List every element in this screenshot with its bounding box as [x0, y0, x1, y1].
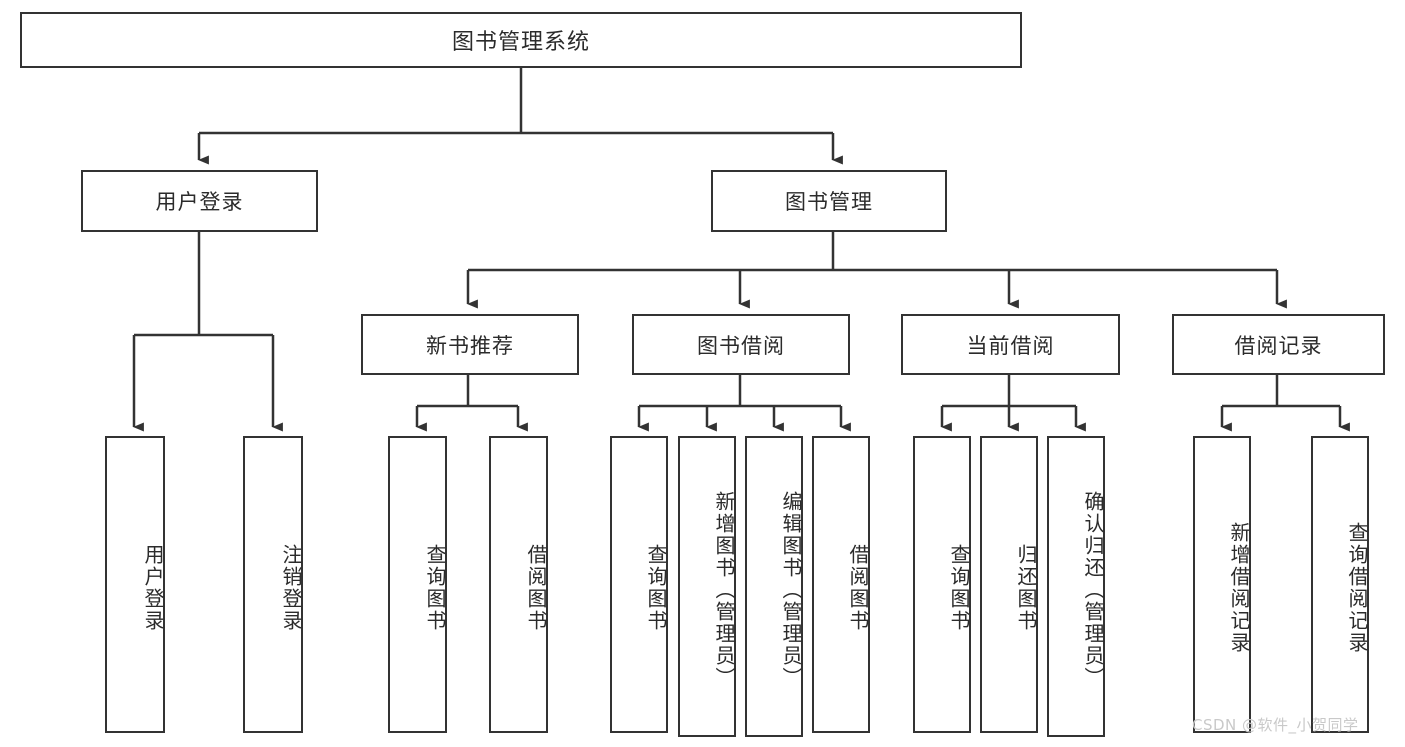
node-user-login-label: 用户登录 [155, 190, 244, 214]
node-leaf-return-book-label: 归还图书 [1014, 543, 1038, 632]
node-leaf-add-record[interactable]: 新增借阅记录 [1193, 436, 1251, 733]
node-leaf-logout-label: 注销登录 [279, 543, 303, 632]
node-borrow-record-label: 借阅记录 [1234, 333, 1323, 358]
node-leaf-add-book-admin[interactable]: 新增图书（管理员） [678, 436, 736, 737]
node-book-borrow[interactable]: 图书借阅 [632, 314, 850, 375]
node-leaf-query-book-3[interactable]: 查询图书 [913, 436, 971, 733]
node-leaf-user-login[interactable]: 用户登录 [105, 436, 165, 733]
node-leaf-user-login-label: 用户登录 [141, 543, 165, 632]
node-leaf-query-book-2-label: 查询图书 [644, 543, 668, 632]
node-current-borrow-label: 当前借阅 [966, 333, 1055, 358]
node-leaf-add-record-label: 新增借阅记录 [1227, 521, 1251, 654]
node-user-login[interactable]: 用户登录 [81, 170, 318, 232]
node-borrow-record[interactable]: 借阅记录 [1172, 314, 1385, 375]
node-leaf-query-book-1-label: 查询图书 [423, 543, 447, 632]
node-leaf-query-book-2[interactable]: 查询图书 [610, 436, 668, 733]
node-new-book-rec-label: 新书推荐 [426, 333, 514, 358]
node-leaf-add-book-admin-label: 新增图书（管理员） [712, 490, 736, 689]
node-leaf-query-book-1[interactable]: 查询图书 [388, 436, 447, 733]
node-current-borrow[interactable]: 当前借阅 [901, 314, 1120, 375]
node-leaf-edit-book-admin-label: 编辑图书（管理员） [779, 490, 803, 689]
node-leaf-confirm-return-admin-label: 确认归还（管理员） [1081, 490, 1105, 689]
node-root[interactable]: 图书管理系统 [20, 12, 1022, 68]
node-leaf-edit-book-admin[interactable]: 编辑图书（管理员） [745, 436, 803, 737]
node-leaf-logout[interactable]: 注销登录 [243, 436, 303, 733]
node-leaf-query-record-label: 查询借阅记录 [1345, 521, 1369, 654]
node-book-borrow-label: 图书借阅 [697, 333, 785, 358]
node-new-book-rec[interactable]: 新书推荐 [361, 314, 579, 375]
node-book-manage[interactable]: 图书管理 [711, 170, 947, 232]
node-leaf-borrow-book-1[interactable]: 借阅图书 [489, 436, 548, 733]
node-leaf-borrow-book-2-label: 借阅图书 [846, 543, 870, 632]
node-leaf-return-book[interactable]: 归还图书 [980, 436, 1038, 733]
node-leaf-borrow-book-1-label: 借阅图书 [524, 543, 548, 632]
node-leaf-query-record[interactable]: 查询借阅记录 [1311, 436, 1369, 733]
node-leaf-confirm-return-admin[interactable]: 确认归还（管理员） [1047, 436, 1105, 737]
node-book-manage-label: 图书管理 [785, 190, 873, 214]
node-leaf-query-book-3-label: 查询图书 [947, 543, 971, 632]
node-root-label: 图书管理系统 [451, 30, 590, 55]
node-leaf-borrow-book-2[interactable]: 借阅图书 [812, 436, 870, 733]
